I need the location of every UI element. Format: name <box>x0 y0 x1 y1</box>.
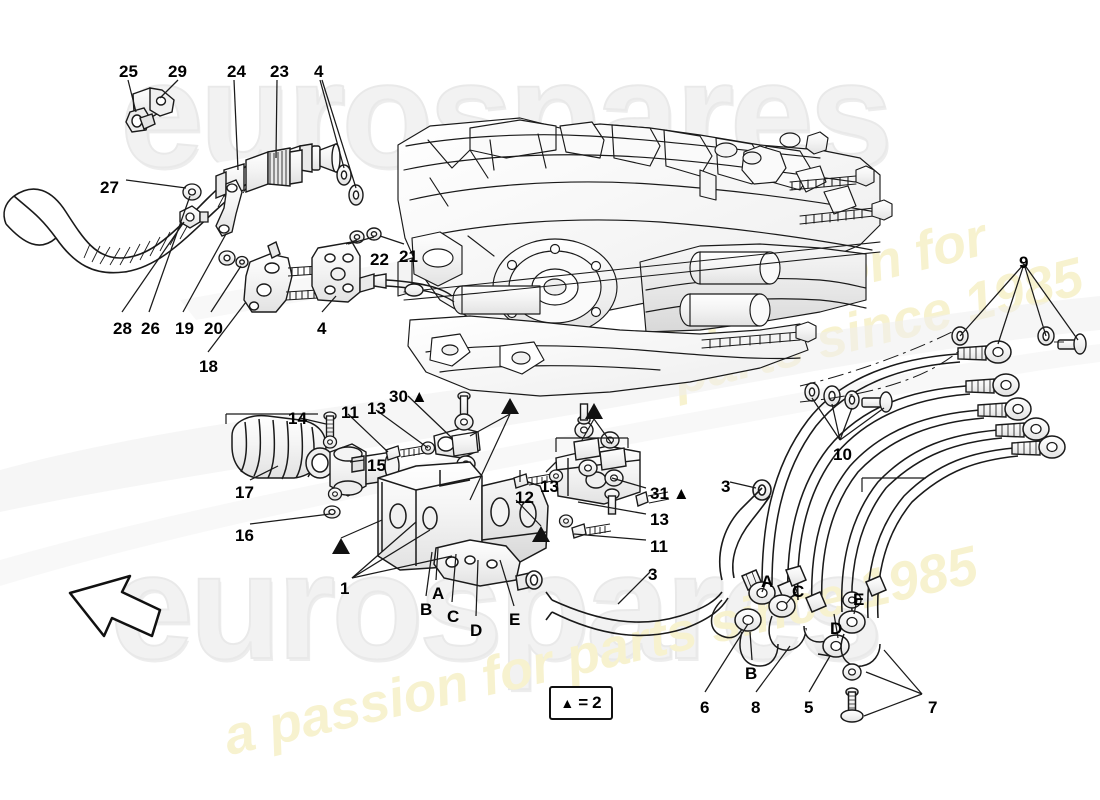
callout-9: 9 <box>1019 253 1029 272</box>
callout-13-left: 13 <box>367 399 386 418</box>
callout-letter-b-left: B <box>420 600 433 619</box>
callout-5: 5 <box>804 698 814 717</box>
callout-7: 7 <box>928 698 938 717</box>
callout-letter-d-left: D <box>470 621 483 640</box>
callout-13-centre: 13 <box>540 477 559 496</box>
triangle-marker-icon: ▲ <box>410 387 428 406</box>
direction-arrow <box>68 574 162 638</box>
dimension-brackets <box>225 413 926 492</box>
callout-27: 27 <box>100 178 119 197</box>
callout-8: 8 <box>751 698 761 717</box>
callout-19: 19 <box>175 319 194 338</box>
callout-letter-a-right: A <box>761 572 774 591</box>
hose-fittings-24-23-4 <box>215 142 364 206</box>
callout-12: 12 <box>515 488 534 507</box>
callout-3-lower: 3 <box>648 565 658 584</box>
callout-21: 21 <box>399 247 418 266</box>
callout-11-right: 11 <box>650 537 668 556</box>
callout-letter-b-right: B <box>745 664 758 683</box>
callout-20: 20 <box>204 319 223 338</box>
callout-30-number: 30 <box>389 387 408 406</box>
triangle-marker-icon: ▲ <box>672 484 690 503</box>
callout-28: 28 <box>113 319 132 338</box>
callout-1: 1 <box>340 579 350 598</box>
callout-30: 30▲ <box>389 388 428 405</box>
callout-letter-d-right: D <box>830 619 843 638</box>
legend-equals: = <box>578 693 589 712</box>
callout-4-lower: 4 <box>317 319 327 338</box>
callout-14: 14 <box>288 409 307 428</box>
callout-3-upper: 3 <box>721 477 731 496</box>
callout-letter-c-right: C <box>792 582 805 601</box>
triangle-leader-lines <box>340 413 613 539</box>
callout-letter-e-right: E <box>853 590 865 609</box>
callout-letter-c-left: C <box>447 607 460 626</box>
bolt-11-washer-13-left <box>385 441 436 461</box>
callout-13-right: 13 <box>650 510 669 529</box>
assembly-triangle-markers <box>332 398 603 554</box>
callout-24: 24 <box>227 62 246 81</box>
clamp-assembly-25-29 <box>125 87 175 133</box>
bolt-14-and-washers-16 <box>322 411 343 519</box>
callout-6: 6 <box>700 698 710 717</box>
hose-terminals-bottom <box>710 565 887 723</box>
callout-10: 10 <box>833 445 852 464</box>
callout-16: 16 <box>235 526 254 545</box>
hose-end-fittings-right <box>799 326 1087 459</box>
callout-letter-e-left: E <box>509 610 521 629</box>
callout-17: 17 <box>235 483 254 502</box>
hydraulic-actuator-block <box>377 461 549 591</box>
rubber-boot-17 <box>231 414 335 480</box>
callout-29: 29 <box>168 62 187 81</box>
callout-23: 23 <box>270 62 289 81</box>
callout-31-number: 31 <box>650 484 669 503</box>
legend-quantity: 2 <box>592 693 602 712</box>
legend-triangle-icon: ▲ <box>560 695 575 711</box>
callout-25: 25 <box>119 62 138 81</box>
legend-box: ▲ = 2 <box>549 686 613 720</box>
callout-22: 22 <box>370 250 389 269</box>
callout-26: 26 <box>141 319 160 338</box>
callout-15: 15 <box>367 456 386 475</box>
callout-leader-lines <box>121 79 1079 717</box>
callout-letter-a-left: A <box>432 584 445 603</box>
return-hose-and-clamp-3 <box>545 479 772 637</box>
small-hardware-group-left <box>179 179 249 269</box>
hydraulic-hose-bundle <box>761 353 1019 619</box>
bracket-18-and-block-4 <box>243 227 455 313</box>
callout-11-left: 11 <box>341 403 359 422</box>
support-bracket-right <box>513 403 670 539</box>
gearbox-housing-illustration <box>397 117 893 397</box>
callout-31: 31▲ <box>650 485 690 502</box>
callout-4-top: 4 <box>314 62 324 81</box>
callout-18: 18 <box>199 357 218 376</box>
